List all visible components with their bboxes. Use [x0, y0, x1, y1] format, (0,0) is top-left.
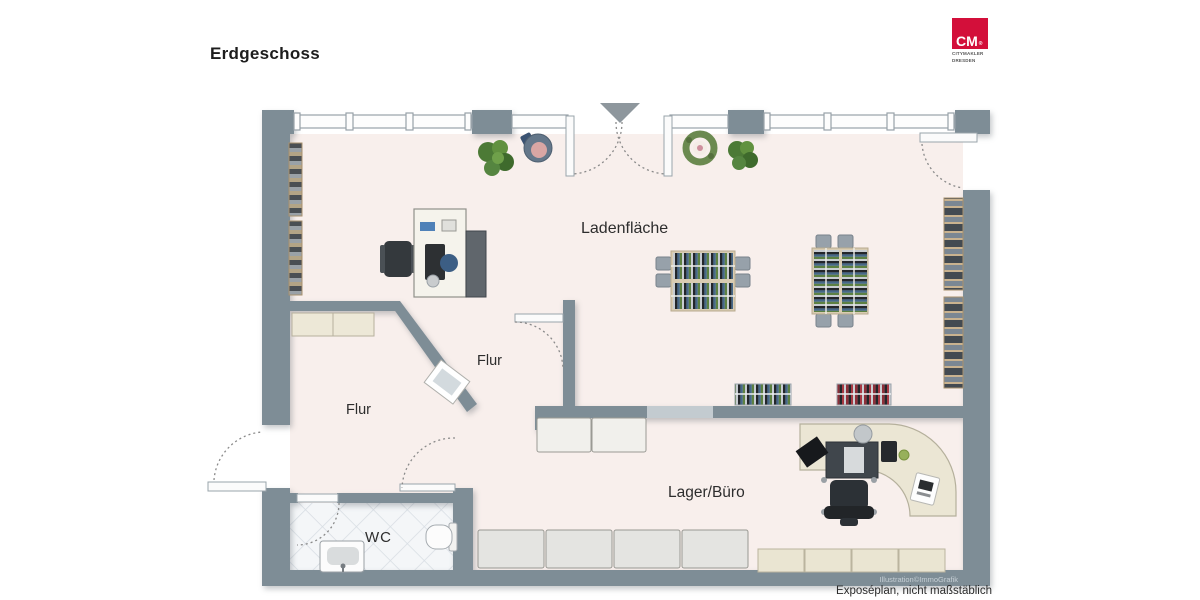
storage-cabinets: [536, 417, 647, 453]
illustration-credit: Illustration©ImmoGrafik: [880, 575, 959, 584]
side-door-left: [207, 431, 267, 492]
wc-toilet: [425, 522, 458, 552]
entrance-door-leaf: [565, 115, 575, 177]
room-label-hall-b: Flur: [346, 402, 371, 418]
plant: [728, 141, 758, 170]
wall-rack: [734, 383, 792, 406]
documents: [909, 472, 941, 506]
wall-shelf: [288, 220, 303, 296]
scale-disclaimer: Exposéplan, nicht maßstäblich: [836, 585, 992, 597]
office-chair: [384, 241, 412, 277]
office-desk: [795, 423, 957, 526]
office-chair: [821, 477, 877, 526]
clothing-rack: [655, 250, 751, 312]
wall-shelf: [943, 296, 964, 389]
brand-line1: CITYMAKLER: [952, 51, 984, 56]
room-label-shop: Ladenfläche: [581, 220, 668, 237]
desk-plant: [898, 449, 910, 461]
wall-shelf: [943, 197, 964, 291]
stool: [440, 254, 458, 272]
laptop: [795, 436, 829, 468]
corridor-door: [399, 437, 456, 492]
mirror: [423, 359, 471, 405]
desk-pad: [425, 244, 445, 280]
wreath-display: [682, 130, 718, 166]
room-label-storage: Lager/Büro: [668, 484, 745, 501]
windows: [293, 112, 956, 131]
card-terminal: [420, 222, 435, 231]
telephone: [881, 441, 897, 462]
page-title: Erdgeschoss: [210, 44, 321, 63]
entrance-door-leaf: [663, 115, 673, 177]
plant: [478, 140, 514, 176]
desk-lamp: [853, 424, 873, 444]
brand-line2: DRESDEN: [952, 58, 976, 63]
wc-door: [296, 493, 340, 546]
cash-counter: [380, 208, 487, 298]
clothing-rack: [811, 234, 869, 328]
brand-logo: CM® CITYMAKLER DRESDEN: [952, 18, 992, 63]
brand-logo-mark: CM®: [952, 18, 988, 49]
monitor: [844, 447, 864, 473]
wc-sink: [319, 540, 365, 573]
counter-cabinet: [465, 230, 487, 298]
laptop: [441, 219, 457, 232]
storage-cabinets: [477, 529, 749, 569]
armchair: [520, 132, 553, 163]
walls: [262, 110, 990, 586]
service-hatch: [647, 406, 713, 418]
side-door-right: [919, 132, 978, 189]
brand-trademark: ®: [978, 41, 983, 47]
room-label-wc: WC: [365, 529, 392, 546]
main-entrance: [565, 103, 673, 177]
entrance-marker-icon: [600, 103, 640, 123]
wall-shelf: [288, 142, 303, 217]
room-label-hall-a: Flur: [477, 353, 502, 369]
brand-abbr: CM: [956, 33, 978, 49]
wall-rack: [836, 383, 892, 406]
hall-door: [514, 313, 564, 369]
kettle: [426, 274, 440, 288]
sideboard: [757, 548, 946, 573]
